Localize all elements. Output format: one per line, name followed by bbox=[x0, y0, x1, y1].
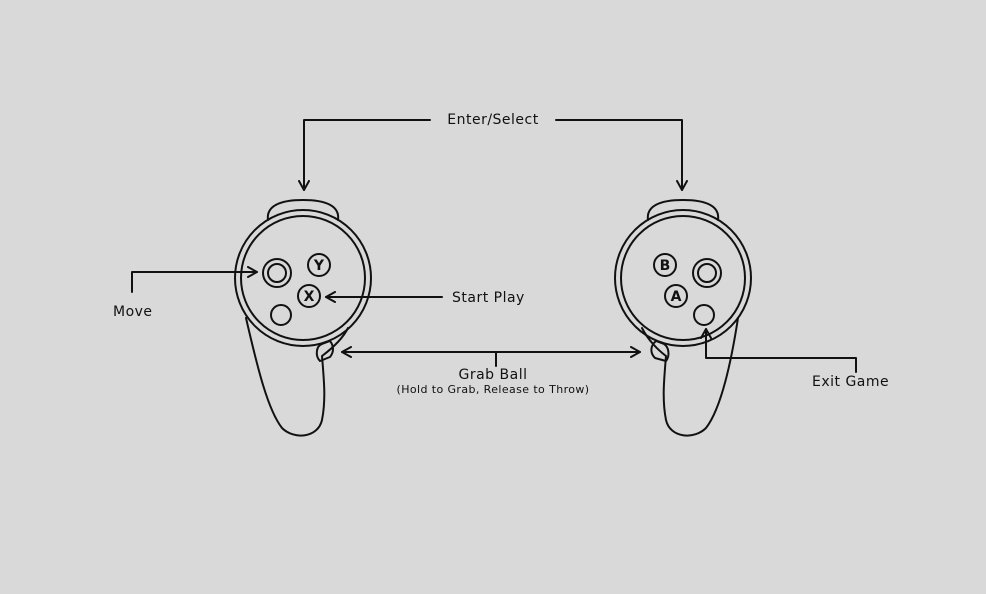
y-button-label: Y bbox=[313, 258, 325, 274]
left-controller-grip-trigger bbox=[315, 340, 334, 362]
right-controller: B A bbox=[614, 199, 752, 437]
right-controller-grip-trigger bbox=[650, 340, 670, 362]
right-controller-outer-ring bbox=[614, 209, 752, 347]
x-button-label: X bbox=[304, 289, 315, 305]
y-button[interactable]: Y bbox=[307, 253, 331, 277]
exit-game-arrow bbox=[700, 328, 857, 373]
left-thumbstick[interactable] bbox=[262, 258, 292, 288]
right-controller-face bbox=[620, 215, 746, 341]
move-label: Move bbox=[113, 304, 153, 320]
left-controller-face bbox=[240, 215, 366, 341]
labels: Enter/Select Start Play Move Grab Ball (… bbox=[113, 112, 889, 396]
right-oculus-button[interactable] bbox=[693, 304, 715, 326]
right-thumbstick[interactable] bbox=[692, 258, 722, 288]
right-controller-grip bbox=[641, 317, 739, 437]
start-play-label: Start Play bbox=[452, 290, 525, 306]
enter-select-label: Enter/Select bbox=[447, 112, 538, 128]
exit-game-label: Exit Game bbox=[812, 374, 889, 390]
grab-ball-note: (Hold to Grab, Release to Throw) bbox=[397, 383, 590, 396]
x-button[interactable]: X bbox=[297, 284, 321, 308]
move-arrow bbox=[131, 266, 258, 293]
a-button-label: A bbox=[671, 289, 682, 305]
a-button[interactable]: A bbox=[664, 284, 688, 308]
left-controller: Y X bbox=[234, 199, 372, 437]
b-button-label: B bbox=[660, 258, 671, 274]
left-menu-button[interactable] bbox=[270, 304, 292, 326]
left-controller-grip bbox=[245, 317, 349, 437]
enter-select-left-arrow bbox=[298, 119, 431, 191]
callouts bbox=[131, 119, 857, 373]
grab-ball-label: Grab Ball bbox=[459, 367, 528, 383]
left-controller-top-trigger bbox=[266, 199, 340, 221]
right-controller-top-trigger bbox=[646, 199, 720, 221]
b-button[interactable]: B bbox=[653, 253, 677, 277]
left-controller-outer-ring bbox=[234, 209, 372, 347]
enter-select-right-arrow bbox=[555, 119, 688, 191]
